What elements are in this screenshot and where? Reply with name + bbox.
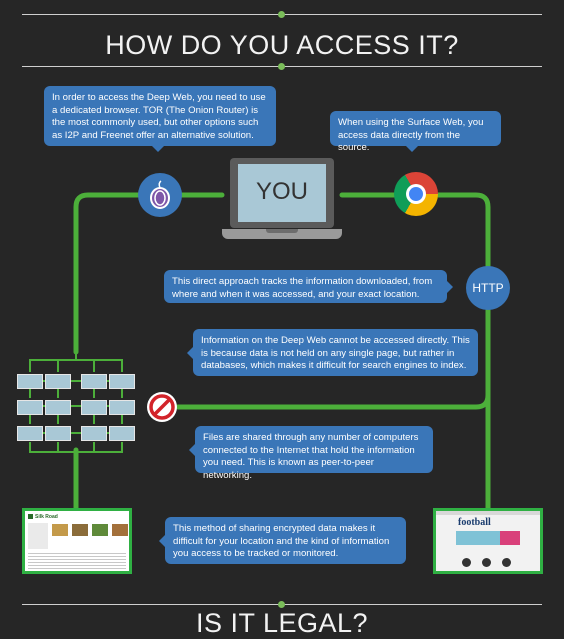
site-listing [28,551,126,569]
site-footer-icon [502,558,511,567]
bubble-tail [406,146,418,158]
chrome-center [409,187,423,201]
site-title: Silk Road [35,514,58,520]
surface-info-text: When using the Surface Web, you access d… [338,117,484,154]
http-badge: HTTP [466,266,510,310]
tor-onion-icon [138,173,182,217]
bubble-tail [153,535,165,547]
laptop-base [222,229,342,239]
computer-node [17,374,43,389]
computer-node [81,400,107,415]
surface-web-site-thumbnail: football [433,508,543,574]
site-footer-icon [482,558,491,567]
bubble-tail [152,146,164,158]
bubble-tail [183,444,195,456]
computer-node [81,426,107,441]
you-label: YOU [255,178,308,205]
title-rule-dot [278,63,285,70]
product-image [92,524,108,536]
deep-info-text: Information on the Deep Web cannot be ac… [201,335,470,372]
laptop-notch [266,229,298,233]
encrypted-info-text: This method of sharing encrypted data ma… [173,523,390,560]
site-header-bar [436,511,540,515]
site-footer-icon [462,558,471,567]
chrome-icon [394,172,438,216]
connector-lines [29,192,491,513]
product-image [72,524,88,536]
computer-node [81,374,107,389]
tor-info-text: In order to access the Deep Web, you nee… [52,92,266,141]
computer-node [109,374,135,389]
next-section-title: IS IT LEGAL? [195,608,369,638]
product-image [112,524,128,536]
site-logo [28,514,33,519]
computer-node [17,400,43,415]
no-entry-glyph [149,394,175,420]
no-entry-icon [147,392,177,422]
site-title: football [458,517,491,528]
deep-info-bubble: Information on the Deep Web cannot be ac… [187,329,478,376]
encrypted-info-bubble: This method of sharing encrypted data ma… [159,517,406,564]
computer-node [17,426,43,441]
site-banner-accent [500,531,520,545]
site-sidebar [28,523,48,549]
top-rule-dot [278,11,285,18]
surface-info-bubble: When using the Surface Web, you access d… [330,111,501,153]
bottom-rule-dot [278,601,285,608]
computer-node [109,426,135,441]
p2p-info-bubble: Files are shared through any number of c… [189,426,433,481]
p2p-info-text: Files are shared through any number of c… [203,432,419,481]
laptop-display [238,164,326,222]
deep-web-site-thumbnail: Silk Road [22,508,132,574]
computer-node [45,374,71,389]
bubble-tail [181,347,193,359]
computer-node [45,400,71,415]
direct-info-text: This direct approach tracks the informat… [172,276,433,300]
bubble-tail [447,281,459,293]
onion-glyph [150,180,170,209]
product-image [52,524,68,536]
computer-node [45,426,71,441]
page-title: HOW DO YOU ACCESS IT? [105,30,459,60]
tor-info-bubble: In order to access the Deep Web, you nee… [44,86,276,152]
direct-info-bubble: This direct approach tracks the informat… [164,270,453,303]
computer-node [109,400,135,415]
